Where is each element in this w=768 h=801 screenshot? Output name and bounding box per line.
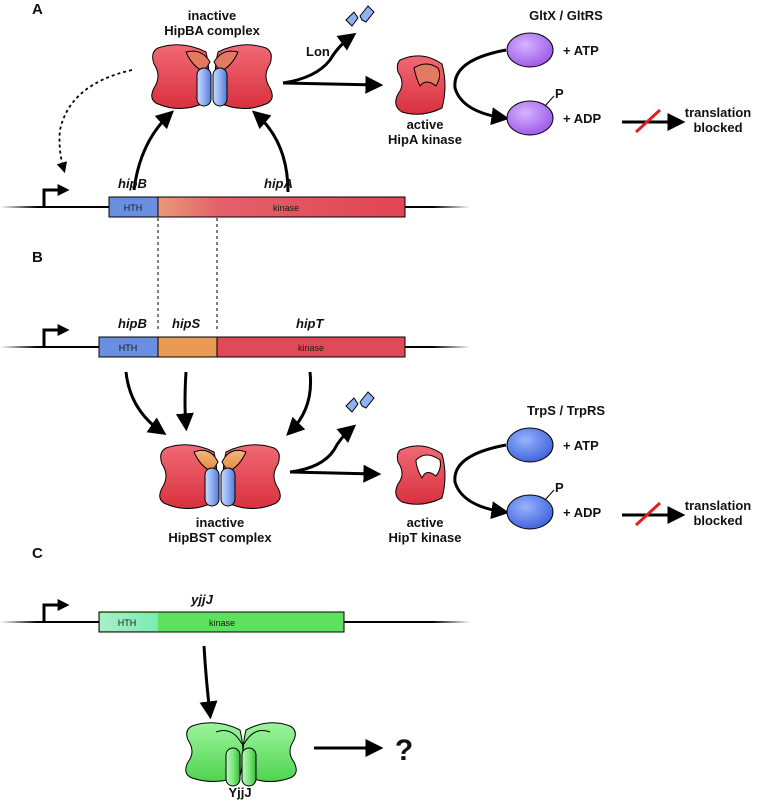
promoter-arrow-c [42, 599, 70, 621]
gene-hipb-label-b: hipB [118, 316, 147, 331]
hipa-gene-a [157, 196, 406, 218]
trps-title: TrpS / TrpRS [527, 403, 605, 418]
active-hipt-kinase [395, 445, 446, 505]
atp-label-a: + ATP [563, 43, 599, 58]
unknown-outcome-label: ? [395, 734, 413, 767]
hipb-expression-arrow-a [132, 110, 174, 191]
hipt-expression-arrow-b [286, 371, 313, 436]
yjjj-protein [185, 722, 297, 787]
hipbst-complex [159, 444, 281, 509]
hipa-kinase-label-1: active [407, 117, 444, 132]
promoter-arrow-b [42, 324, 70, 346]
inhibition-slash-a [634, 108, 662, 134]
hipt-gene-b [216, 336, 406, 358]
phospho-bond-b [544, 489, 555, 501]
gene-hipa-label-a: hipA [264, 176, 293, 191]
phosphorylation-arrow-a [453, 48, 510, 126]
phospho-label-a: P [555, 86, 564, 101]
atp-label-b: + ATP [563, 438, 599, 453]
degraded-hipb-icon-b [345, 391, 375, 413]
hipbst-label-2: HipBST complex [168, 530, 272, 545]
hips-gene-b [157, 336, 218, 358]
gene-hips-label-b: hipS [172, 316, 200, 331]
degradation-arrow-b [289, 424, 357, 474]
yjjj-protein-label: YjjJ [228, 785, 251, 800]
phosphorylation-arrow-b [453, 443, 510, 520]
gene-hipt-label-b: hipT [296, 316, 324, 331]
phospho-bond-a [544, 95, 555, 107]
translation-label-b: translation [685, 498, 752, 513]
adp-label-a: + ADP [563, 111, 601, 126]
lon-degradation-arrow [282, 32, 357, 85]
hipt-kinase-label-2: HipT kinase [389, 530, 462, 545]
gene-yjjj-label: yjjJ [190, 592, 213, 607]
panel-a-label: A [32, 1, 43, 18]
kinase-label-b: kinase [298, 343, 324, 353]
hth-label-b: HTH [119, 343, 138, 353]
kinase-label-a: kinase [273, 203, 299, 213]
degraded-hipb-icon [345, 5, 375, 27]
yjjj-expression-arrow [199, 645, 218, 720]
promoter-arrow-a [42, 184, 70, 206]
hipb-expression-arrow-b [124, 371, 167, 436]
kinase-label-c: kinase [209, 618, 235, 628]
blocked-label-b: blocked [693, 513, 742, 528]
activation-arrow-b [289, 464, 382, 483]
hth-label-c: HTH [118, 618, 137, 628]
yjjj-gene [98, 611, 345, 633]
activation-arrow-a [282, 75, 384, 94]
blocked-label-a: blocked [693, 120, 742, 135]
hth-domain-c [100, 613, 158, 631]
gene-hipb-label-a: hipB [118, 176, 147, 191]
hipbst-label-1: inactive [196, 515, 244, 530]
hipt-kinase-label-1: active [407, 515, 444, 530]
hips-expression-arrow-b [175, 371, 194, 432]
lon-protease-label: Lon [306, 44, 330, 59]
hipa-kinase-label-2: HipA kinase [388, 132, 462, 147]
hipba-label-2: HipBA complex [164, 23, 260, 38]
gltx-substrate [506, 32, 554, 68]
trps-phosphorylated [506, 494, 554, 530]
translation-label-a: translation [685, 105, 752, 120]
hipa-expression-arrow-a [251, 110, 290, 193]
gltx-phosphorylated [506, 100, 554, 136]
active-hipa-kinase [395, 55, 446, 115]
hipba-label-1: inactive [188, 8, 236, 23]
autoregulation-arrow [56, 69, 133, 174]
gltx-title: GltX / GltRS [529, 8, 603, 23]
hipba-complex [151, 44, 273, 109]
adp-label-b: + ADP [563, 505, 601, 520]
phospho-label-b: P [555, 480, 564, 495]
inhibition-slash-b [634, 501, 662, 527]
panel-b-label: B [32, 249, 43, 266]
panel-c-label: C [32, 545, 43, 562]
trps-substrate [506, 427, 554, 463]
hth-label-a: HTH [124, 203, 143, 213]
